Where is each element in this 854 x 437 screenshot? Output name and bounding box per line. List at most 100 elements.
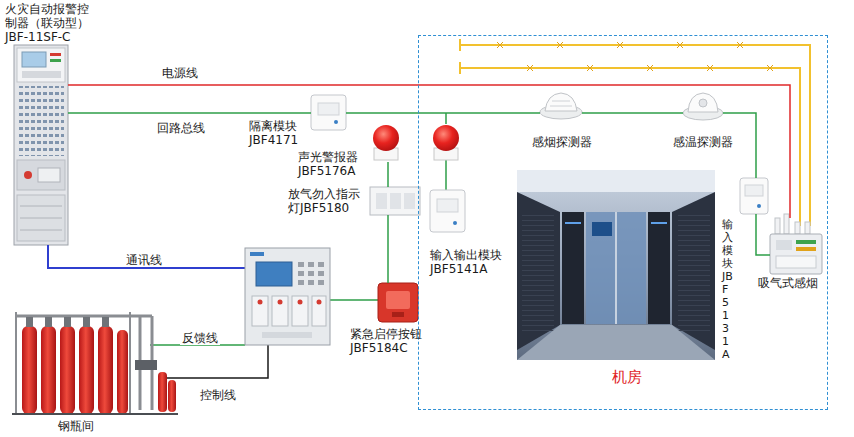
gas-control-panel-art-part: [308, 262, 314, 267]
server-room-art-part: [562, 212, 584, 324]
node-label: 感温探测器: [673, 135, 739, 149]
server-room-art-part: [615, 212, 617, 324]
controller-cabinet-art-part: [50, 53, 61, 56]
gas-control-panel-art-part: [308, 271, 314, 276]
io-module: 输入输出模块 JBF5141A: [430, 190, 465, 232]
bus-line: [68, 112, 311, 114]
gas-cylinder-art-part: [22, 326, 37, 414]
controller-cabinet-art-part: [14, 45, 68, 245]
server-room-art-part: [678, 212, 710, 332]
controller-cabinet-art: [14, 45, 68, 245]
gas-control-panel-art-part: [318, 271, 324, 276]
control-line-label: 控制线: [198, 388, 238, 402]
gas-control-panel-art-part: [312, 296, 326, 326]
gas-cylinder-art-part: [135, 360, 157, 370]
gas-control-panel-art-part: [256, 262, 292, 286]
wire-label: 回路总线: [155, 121, 207, 135]
control-line-part: [165, 345, 268, 392]
aspirating-detector: 吸气式感烟: [770, 218, 822, 274]
server-room-art-part: [651, 222, 667, 224]
isolation-module-art-part: [318, 103, 339, 115]
text-holder: JBF-11SF-C: [5, 30, 95, 44]
server-room-art-part: [586, 212, 646, 324]
wire-label: 电源线: [160, 66, 200, 80]
emergency-button-art-part: [392, 312, 404, 317]
node-label: 感烟探测器: [532, 135, 598, 149]
gas-control-panel-art-part: [278, 300, 283, 305]
text-holder: 吸气式感烟: [758, 276, 826, 290]
smoke-detector: 感烟探测器: [540, 93, 582, 120]
controller-cabinet-art-part: [17, 48, 65, 82]
controller-cabinet-art-part: [20, 218, 62, 219]
input-module-art-part: [740, 178, 768, 214]
emergency-stop-button: 紧急启停按钮 JBF5184C: [378, 283, 418, 322]
sampling-hole-mark-part: [497, 42, 743, 48]
gas-cylinder-art-part: [129, 312, 131, 415]
gas-control-panel-art-part: [317, 300, 322, 305]
sound-light-alarm: 声光警报器 JBF5176A: [372, 124, 400, 162]
controller-cabinet-art-part: [22, 71, 61, 78]
aspirating-detector-art-part: [776, 240, 792, 250]
server-room-art-part: [522, 212, 554, 332]
gas-cylinder-art-part: [26, 317, 33, 327]
aspirating-detector-art: [770, 214, 822, 274]
text-holder: 火灾自动报警控制器（联动型）: [5, 2, 95, 30]
gas-control-panel-art-part: [318, 262, 324, 267]
gas-cylinder-art-part: [79, 326, 94, 414]
text-holder: 机房: [612, 368, 656, 386]
controller-cabinet-art-part: [38, 168, 60, 182]
bus-line: [387, 162, 389, 187]
input-module: 输入模块 JBF5131A: [740, 178, 768, 214]
gas-cylinder-art: [12, 312, 178, 415]
text-holder: 感温探测器: [673, 135, 739, 149]
power-line: [68, 85, 790, 218]
sound-light-alarm-art-part: [433, 125, 459, 151]
aspirating-detector-art-part: [776, 256, 816, 268]
controller-cabinet-art-part: [17, 195, 65, 241]
aspirating-detector-art-part: [796, 240, 816, 244]
heat-detector-art-part: [699, 99, 707, 107]
gas-cylinder-art-part: [102, 317, 109, 327]
server-room-art-part: [517, 325, 715, 360]
node-label: 放气勿入指示灯JBF5180: [288, 187, 364, 215]
controller-cabinet: 火灾自动报警控制器（联动型）JBF-11SF-C: [14, 45, 68, 245]
gas-cylinder-art-part: [45, 317, 52, 327]
io-module-art-part: [430, 190, 465, 232]
controller-cabinet-art-part: [20, 206, 62, 207]
aspirating-detector-art-part: [805, 222, 810, 234]
controller-cabinet-art-part: [18, 86, 64, 156]
control-line: [165, 345, 268, 392]
label-holder: 反馈线: [180, 327, 220, 346]
sampling-pipe-part: [459, 39, 461, 51]
text-holder: 声光警报器 JBF5176A: [298, 150, 368, 178]
controller-cabinet-art-part: [24, 171, 32, 179]
communication-line: [48, 245, 245, 268]
server-room-art-part: [648, 212, 670, 324]
release-warning-light-art: [370, 187, 420, 215]
node-label: 钢瓶间: [58, 419, 108, 433]
label-holder: 控制线: [198, 384, 238, 403]
comm-line-label: 通讯线: [124, 253, 164, 267]
feedback-line-label: 反馈线: [180, 331, 220, 345]
server-room-art-part: [517, 170, 715, 360]
gas-cylinder-art-part: [98, 326, 113, 414]
node-label: 输入输出模块 JBF5141A: [430, 248, 514, 276]
server-room-art: [517, 170, 715, 360]
gas-control-panel-art-part: [250, 252, 264, 256]
aspirating-detector-art-part: [795, 222, 800, 234]
gas-control-panel-art-part: [262, 332, 312, 338]
isolation-module-art-part: [334, 120, 338, 124]
machine-room-region: 机房输入输出模块 JBF5141A感烟探测器感温探测器输入模块 JBF5131A…: [418, 35, 828, 410]
text-holder: 隔离模块 JBF4171: [249, 119, 307, 147]
node-label: 吸气式感烟: [758, 276, 826, 290]
label-holder: 通讯线: [124, 249, 164, 268]
gas-cylinder-art-part: [117, 330, 128, 414]
model-number: JBF-11SF-C: [5, 30, 95, 44]
node-label: 火灾自动报警控制器（联动型）: [5, 2, 95, 30]
text-holder: 紧急启停按钮 JBF5184C: [350, 327, 436, 355]
server-room-art-part: [672, 192, 715, 350]
button-to-panel-wire-part: [330, 299, 378, 301]
release-warning-light-art-part: [370, 187, 420, 215]
label-holder: 回路总线: [155, 117, 207, 136]
bus-line: [756, 214, 770, 255]
